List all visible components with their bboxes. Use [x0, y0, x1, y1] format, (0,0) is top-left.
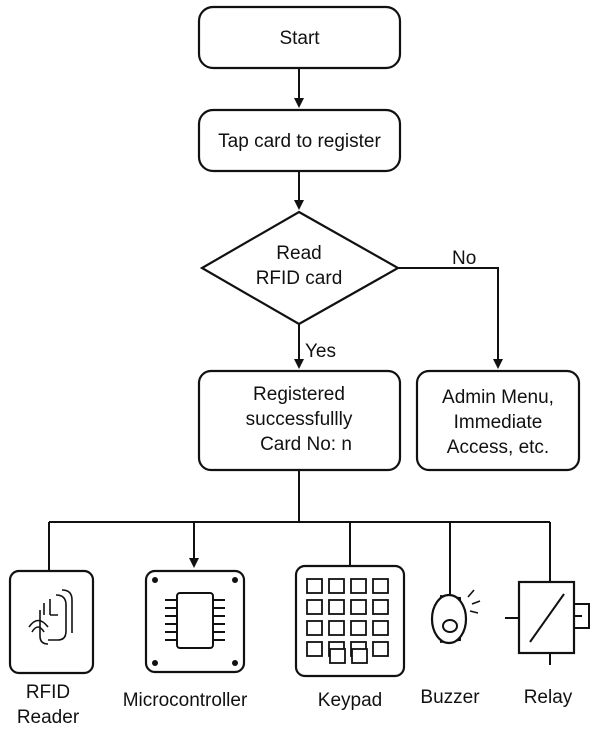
keypad-key [329, 648, 346, 664]
keypad-key [372, 578, 389, 594]
rfid-label-line1: RFID [26, 682, 70, 703]
buzzer-label: Buzzer [420, 687, 480, 708]
keypad-key [306, 578, 323, 594]
keypad-key [350, 620, 367, 636]
edge-no-label: No [452, 248, 476, 269]
edge-yes-label: Yes [305, 341, 336, 362]
buzzer-icon [430, 589, 481, 645]
relay-icon [505, 580, 590, 665]
admin-line2: Immediate [454, 412, 543, 433]
keypad-key [372, 599, 389, 615]
tap-card-label: Tap card to register [218, 131, 381, 152]
component-bus [48, 470, 551, 594]
keypad-key [350, 578, 367, 594]
keypad-key [372, 620, 389, 636]
start-label: Start [279, 28, 320, 49]
registered-line1: Registered [253, 384, 345, 405]
keypad-key [350, 599, 367, 615]
rfid-label-line2: Reader [17, 707, 80, 728]
keypad-icon [294, 564, 406, 678]
keypad-key [306, 599, 323, 615]
keypad-key [328, 578, 345, 594]
registered-line2: successfullly [246, 409, 353, 430]
keypad-label: Keypad [318, 690, 382, 711]
decision-label-line2: RFID card [256, 268, 343, 289]
keypad-key [328, 620, 345, 636]
microcontroller-icon [144, 569, 246, 674]
keypad-key [306, 641, 323, 657]
keypad-key [351, 648, 368, 664]
registered-line3: Card No: n [260, 434, 352, 455]
start-node: Start [197, 5, 402, 70]
arrow-no [398, 267, 503, 369]
decision-label-line1: Read [276, 243, 321, 264]
admin-line1: Admin Menu, [442, 387, 554, 408]
decision-node: Read RFID card [199, 210, 401, 326]
keypad-key [328, 599, 345, 615]
admin-line3: Access, etc. [447, 437, 549, 458]
rfid-reader-icon [8, 569, 95, 675]
tap-card-node: Tap card to register [197, 108, 402, 173]
relay-label: Relay [524, 687, 573, 708]
microcontroller-label: Microcontroller [123, 690, 248, 711]
admin-menu-node: Admin Menu, Immediate Access, etc. [415, 369, 581, 472]
keypad-key [306, 620, 323, 636]
registered-node: Registered successfullly Card No: n [197, 369, 402, 472]
keypad-key [372, 641, 389, 657]
